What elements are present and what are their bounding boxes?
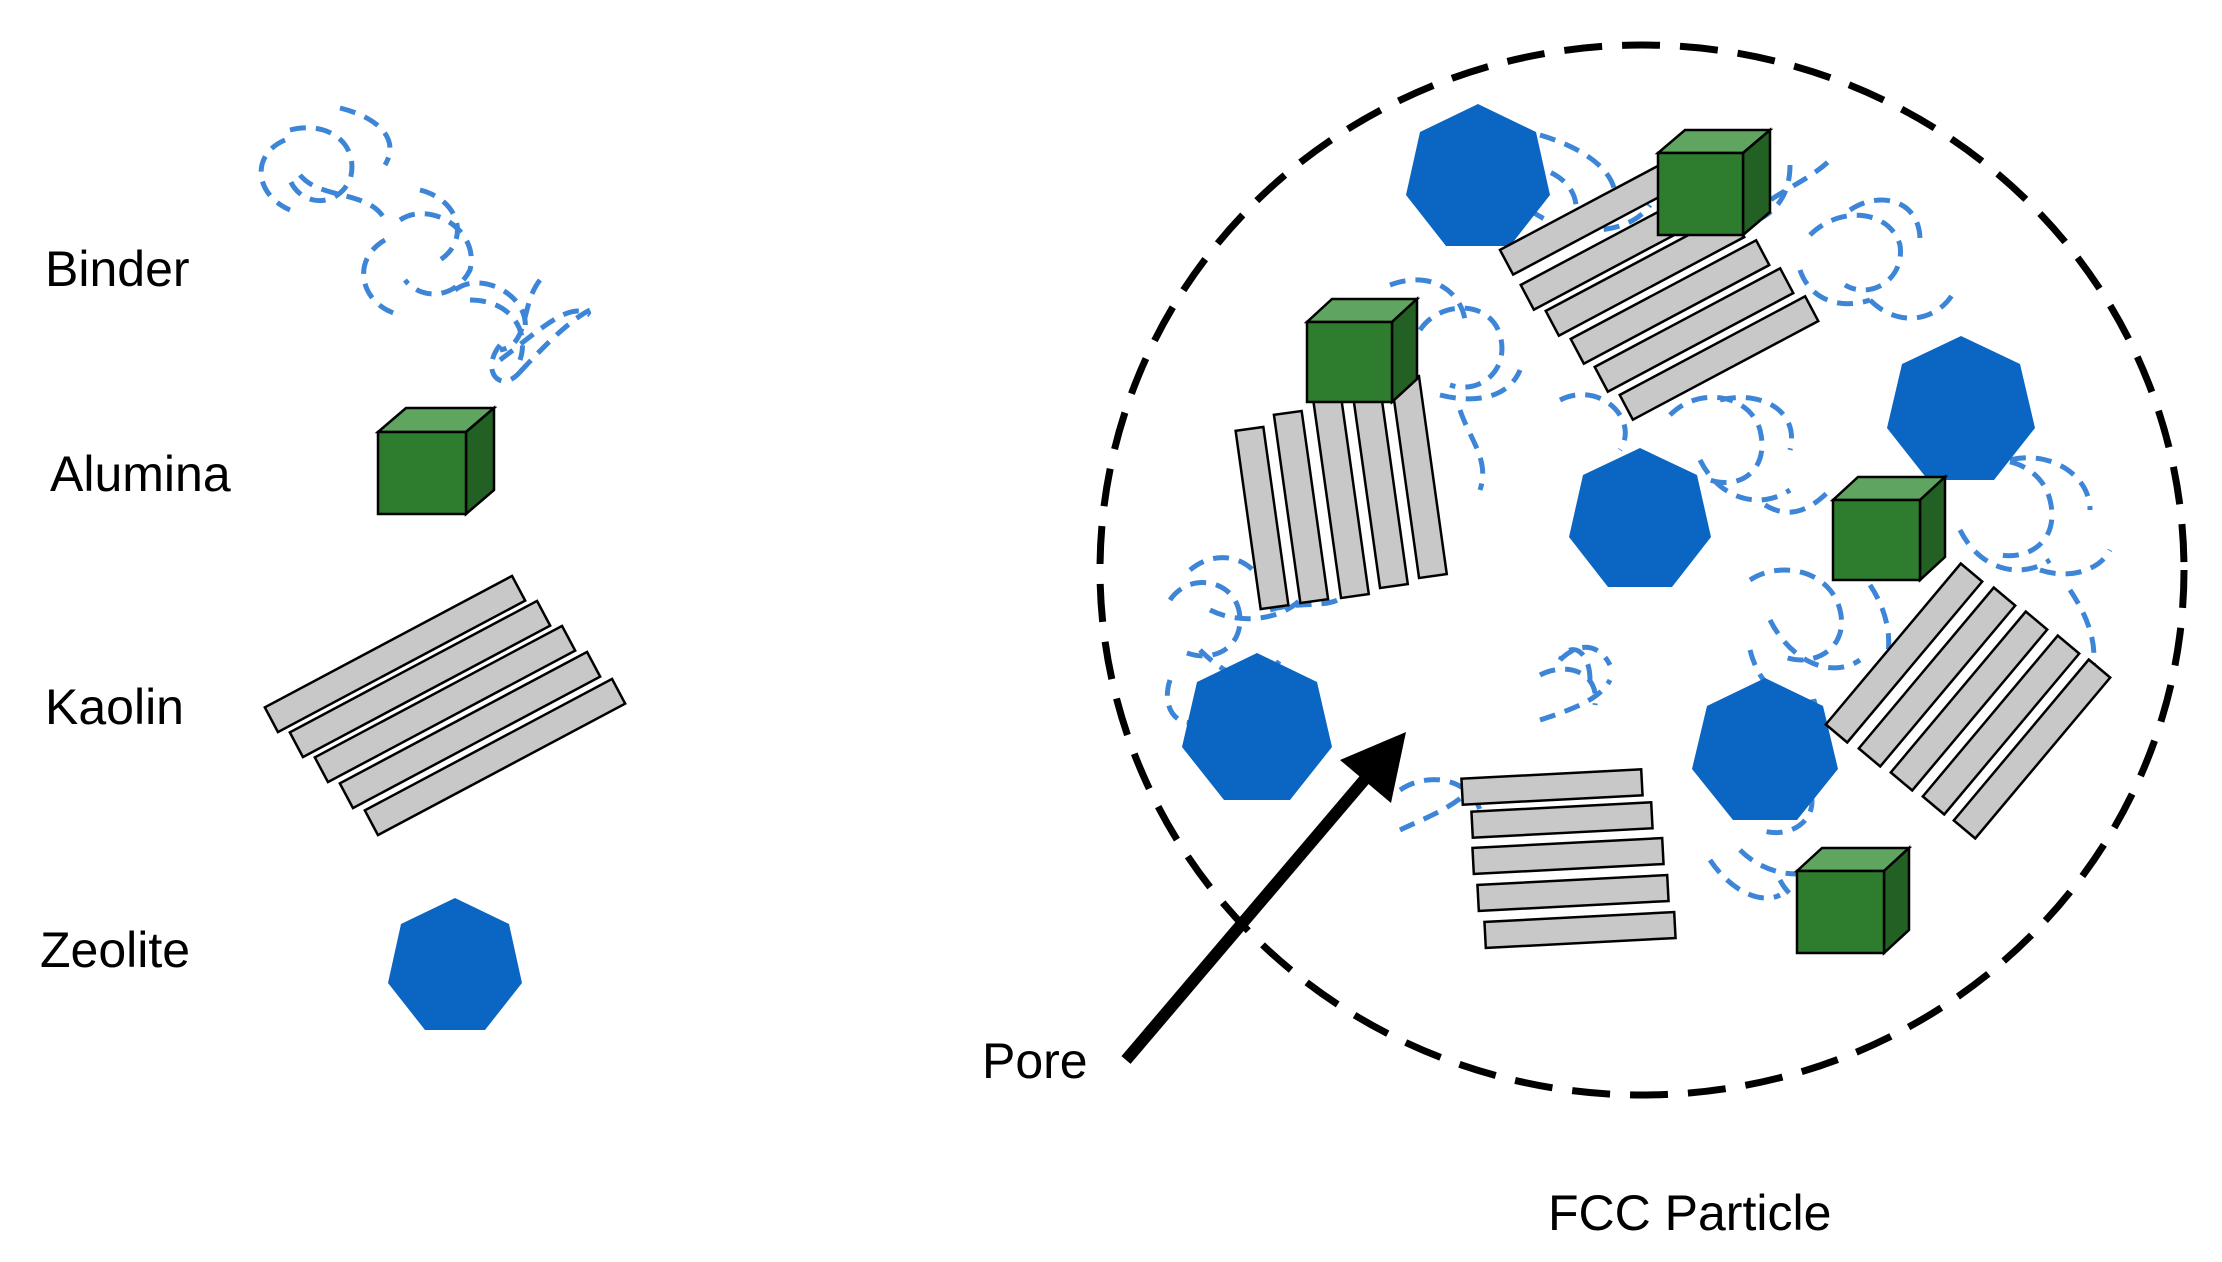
zeolite-icon [1182, 653, 1332, 800]
zeolite-icon [1887, 336, 2035, 480]
zeolite-icon [1569, 448, 1711, 587]
pore-arrow [1121, 732, 1406, 1064]
legend-label-zeolite: Zeolite [40, 922, 190, 978]
alumina-cube-icon [1303, 296, 1421, 405]
particle-zeolites [1182, 104, 2035, 820]
alumina-cube-icon [1654, 127, 1774, 238]
alumina-cube-icon [1829, 474, 1949, 583]
fcc-particle: Pore FCC Particle [982, 41, 2188, 1241]
particle-boundary [1096, 41, 2188, 1099]
alumina-cube-icon [1793, 845, 1913, 956]
legend: Binder Alumina Kaolin [40, 105, 627, 1030]
kaolin-plates-icon [263, 574, 627, 837]
legend-label-binder: Binder [45, 241, 190, 297]
particle-kaolin [1234, 163, 2112, 950]
zeolite-icon [1692, 678, 1838, 820]
alumina-cube-icon [374, 405, 498, 517]
kaolin-stack-left [1234, 374, 1449, 611]
zeolite-icon [1406, 104, 1550, 246]
kaolin-stack-top [1498, 163, 1820, 422]
particle-title: FCC Particle [1548, 1185, 1831, 1241]
kaolin-stack-right [1824, 561, 2112, 841]
particle-alumina [1303, 127, 1949, 956]
legend-label-alumina: Alumina [50, 446, 231, 502]
zeolite-heptagon-icon [388, 898, 522, 1030]
binder-icon [258, 105, 592, 384]
legend-label-kaolin: Kaolin [45, 679, 184, 735]
kaolin-stack-bottom [1460, 767, 1677, 950]
pore-label: Pore [982, 1033, 1088, 1089]
